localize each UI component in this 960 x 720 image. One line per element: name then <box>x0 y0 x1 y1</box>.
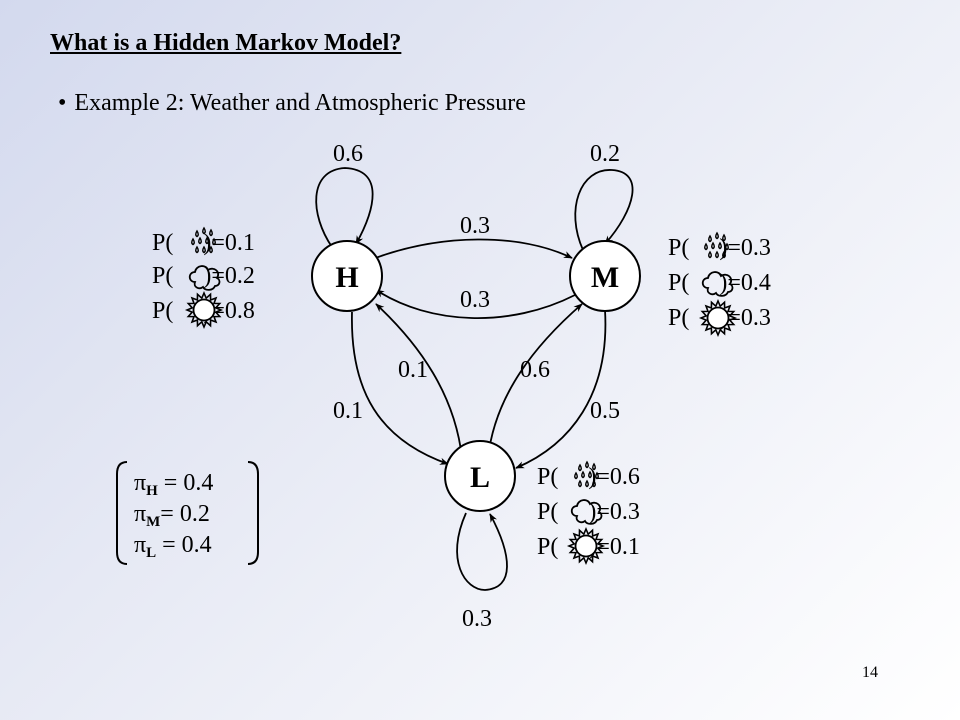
trans-label-l-l: 0.3 <box>462 606 492 632</box>
state-label-m: M <box>591 261 619 294</box>
bullet-text: Example 2: Weather and Atmospheric Press… <box>74 90 526 116</box>
bullet-item: • Example 2: Weather and Atmospheric Pres… <box>58 90 526 117</box>
bullet-dot: • <box>58 90 67 116</box>
trans-label-h-l: 0.1 <box>333 398 363 424</box>
state-label-h: H <box>335 261 358 294</box>
emission-l-cloud: P( )=0.3 <box>537 499 640 525</box>
edge-m-h <box>375 289 576 319</box>
left-bracket <box>116 461 128 565</box>
trans-label-m-h: 0.3 <box>460 287 490 313</box>
trans-label-l-h: 0.1 <box>398 357 428 383</box>
trans-label-h-m: 0.3 <box>460 213 490 239</box>
right-bracket <box>247 461 259 565</box>
edge-h-m <box>369 238 573 261</box>
emissions-h: P( )=0.1 P( )=0.2 P( )=0.8 <box>152 227 255 328</box>
emissions-m: P( )=0.3 P( )=0.4 P( )=0.3 <box>668 232 771 336</box>
slide-title: What is a Hidden Markov Model? <box>50 30 402 56</box>
emission-h-cloud: P( )=0.2 <box>152 263 255 289</box>
state-node-l: L <box>444 440 516 512</box>
page-number: 14 <box>862 664 878 681</box>
trans-label-m-m: 0.2 <box>590 141 620 167</box>
edge-l-l <box>456 512 508 591</box>
state-node-h: H <box>311 240 383 312</box>
state-node-m: M <box>569 240 641 312</box>
edge-l-m <box>487 303 583 459</box>
initial-prob-l: πL = 0.4 <box>134 532 212 561</box>
initial-prob-m: πM= 0.2 <box>134 501 210 530</box>
edge-m-m <box>574 169 634 251</box>
edge-l-h <box>375 303 463 459</box>
edge-m-l <box>515 309 607 469</box>
emissions-l: P( )=0.6 P( )=0.3 P( )=0.1 <box>537 461 640 564</box>
trans-label-h-h: 0.6 <box>333 141 363 167</box>
trans-label-m-l: 0.5 <box>590 398 620 424</box>
edge-h-l <box>351 311 449 465</box>
initial-distribution: πH = 0.4 πM= 0.2 πL = 0.4 <box>116 461 259 565</box>
state-label-l: L <box>470 461 490 494</box>
initial-prob-h: πH = 0.4 <box>134 470 213 499</box>
trans-label-l-m: 0.6 <box>520 357 550 383</box>
edge-h-h <box>315 167 374 248</box>
